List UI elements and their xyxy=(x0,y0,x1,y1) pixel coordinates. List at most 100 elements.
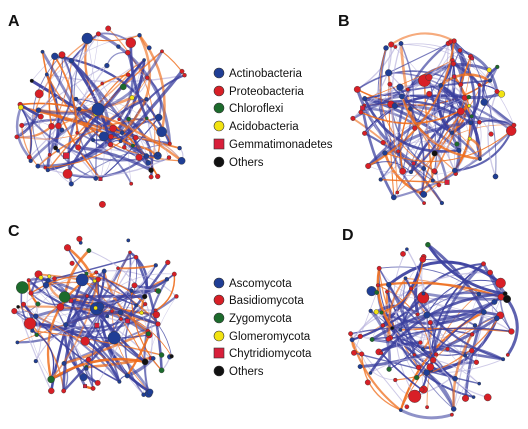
network-edge xyxy=(394,314,501,381)
network-edge xyxy=(57,53,73,127)
network-edge xyxy=(351,339,408,408)
network-node xyxy=(177,145,182,151)
network-edge xyxy=(424,80,458,171)
network-edge xyxy=(505,297,519,357)
legend-label-actinobacteria: Actinobacteria xyxy=(229,68,302,80)
network-node xyxy=(511,122,517,128)
network-node xyxy=(59,127,65,133)
network-node xyxy=(145,160,152,166)
network-edge xyxy=(145,98,159,157)
network-node xyxy=(451,406,457,412)
network-edge xyxy=(44,117,148,169)
panel-label-a: A xyxy=(8,13,20,30)
network-node xyxy=(137,33,142,38)
network-node xyxy=(133,254,139,260)
network-edge xyxy=(30,79,148,158)
network-edge xyxy=(88,250,153,359)
network-node xyxy=(375,283,380,288)
network-node xyxy=(85,356,92,363)
network-node xyxy=(463,353,468,358)
network-node xyxy=(48,387,55,395)
network-node xyxy=(133,134,139,141)
network-node xyxy=(139,310,144,315)
network-edge xyxy=(452,333,474,411)
network-node xyxy=(124,373,130,379)
network-node xyxy=(481,261,486,267)
network-node xyxy=(386,366,392,372)
network-edge xyxy=(95,273,175,309)
network-node xyxy=(86,248,92,254)
network-edge xyxy=(126,333,151,377)
network-node xyxy=(90,385,96,391)
network-edge xyxy=(380,352,423,391)
network-node xyxy=(167,141,172,146)
network-node xyxy=(508,328,515,335)
network-node xyxy=(55,122,62,130)
network-edge xyxy=(125,356,155,378)
network-node xyxy=(166,155,172,160)
network-node xyxy=(34,89,44,99)
network-edge xyxy=(62,261,169,393)
network-panel-d xyxy=(348,241,519,420)
network-node xyxy=(116,266,120,271)
network-edge xyxy=(402,59,454,172)
network-nodes xyxy=(14,25,187,208)
network-node xyxy=(472,323,478,328)
network-node xyxy=(117,117,121,122)
network-edge xyxy=(426,243,507,296)
network-edge xyxy=(48,55,56,128)
network-node xyxy=(386,282,392,288)
network-node xyxy=(76,235,83,242)
network-node xyxy=(495,64,500,69)
network-node xyxy=(426,363,435,371)
legend-label-proteobacteria: Proteobacteria xyxy=(229,86,304,98)
network-node xyxy=(56,302,65,311)
network-node xyxy=(129,95,135,101)
network-edge xyxy=(380,258,424,314)
network-node xyxy=(445,346,450,352)
network-node xyxy=(380,140,386,146)
network-node xyxy=(457,48,463,53)
legend-item-others-bacteria: Others xyxy=(213,156,264,169)
network-edge xyxy=(409,109,463,174)
legend-label-chytridiomycota: Chytridiomycota xyxy=(229,348,312,360)
network-node xyxy=(405,247,409,251)
network-node xyxy=(358,109,364,115)
network-node xyxy=(134,303,139,308)
network-node xyxy=(126,116,131,122)
network-edge xyxy=(414,311,485,397)
network-node xyxy=(182,72,187,78)
network-node xyxy=(19,122,25,128)
network-node xyxy=(44,72,49,77)
network-node xyxy=(462,394,470,402)
network-node xyxy=(362,130,368,136)
network-node xyxy=(458,82,464,87)
network-nodes xyxy=(11,235,179,398)
network-edge xyxy=(415,296,502,379)
network-nodes xyxy=(350,38,517,206)
network-edge xyxy=(17,306,128,377)
legend-marker-basidiomycota xyxy=(213,294,225,306)
network-edge xyxy=(384,130,512,162)
network-node xyxy=(128,250,132,255)
network-node xyxy=(160,49,164,54)
network-edge xyxy=(143,264,157,297)
network-edge xyxy=(35,267,119,318)
network-node xyxy=(369,337,375,342)
network-node xyxy=(425,241,431,248)
network-edge xyxy=(378,267,478,364)
network-node xyxy=(144,116,149,121)
network-node xyxy=(476,291,482,297)
network-node xyxy=(118,139,123,144)
network-edge xyxy=(395,277,416,397)
network-node xyxy=(450,61,457,67)
network-node xyxy=(85,294,90,298)
legend-marker-others-bacteria xyxy=(213,156,225,168)
network-edge xyxy=(361,106,396,199)
network-node xyxy=(448,39,453,45)
network-edge xyxy=(478,84,515,126)
network-node xyxy=(419,387,425,393)
network-node xyxy=(477,83,482,87)
network-edge xyxy=(363,79,491,100)
